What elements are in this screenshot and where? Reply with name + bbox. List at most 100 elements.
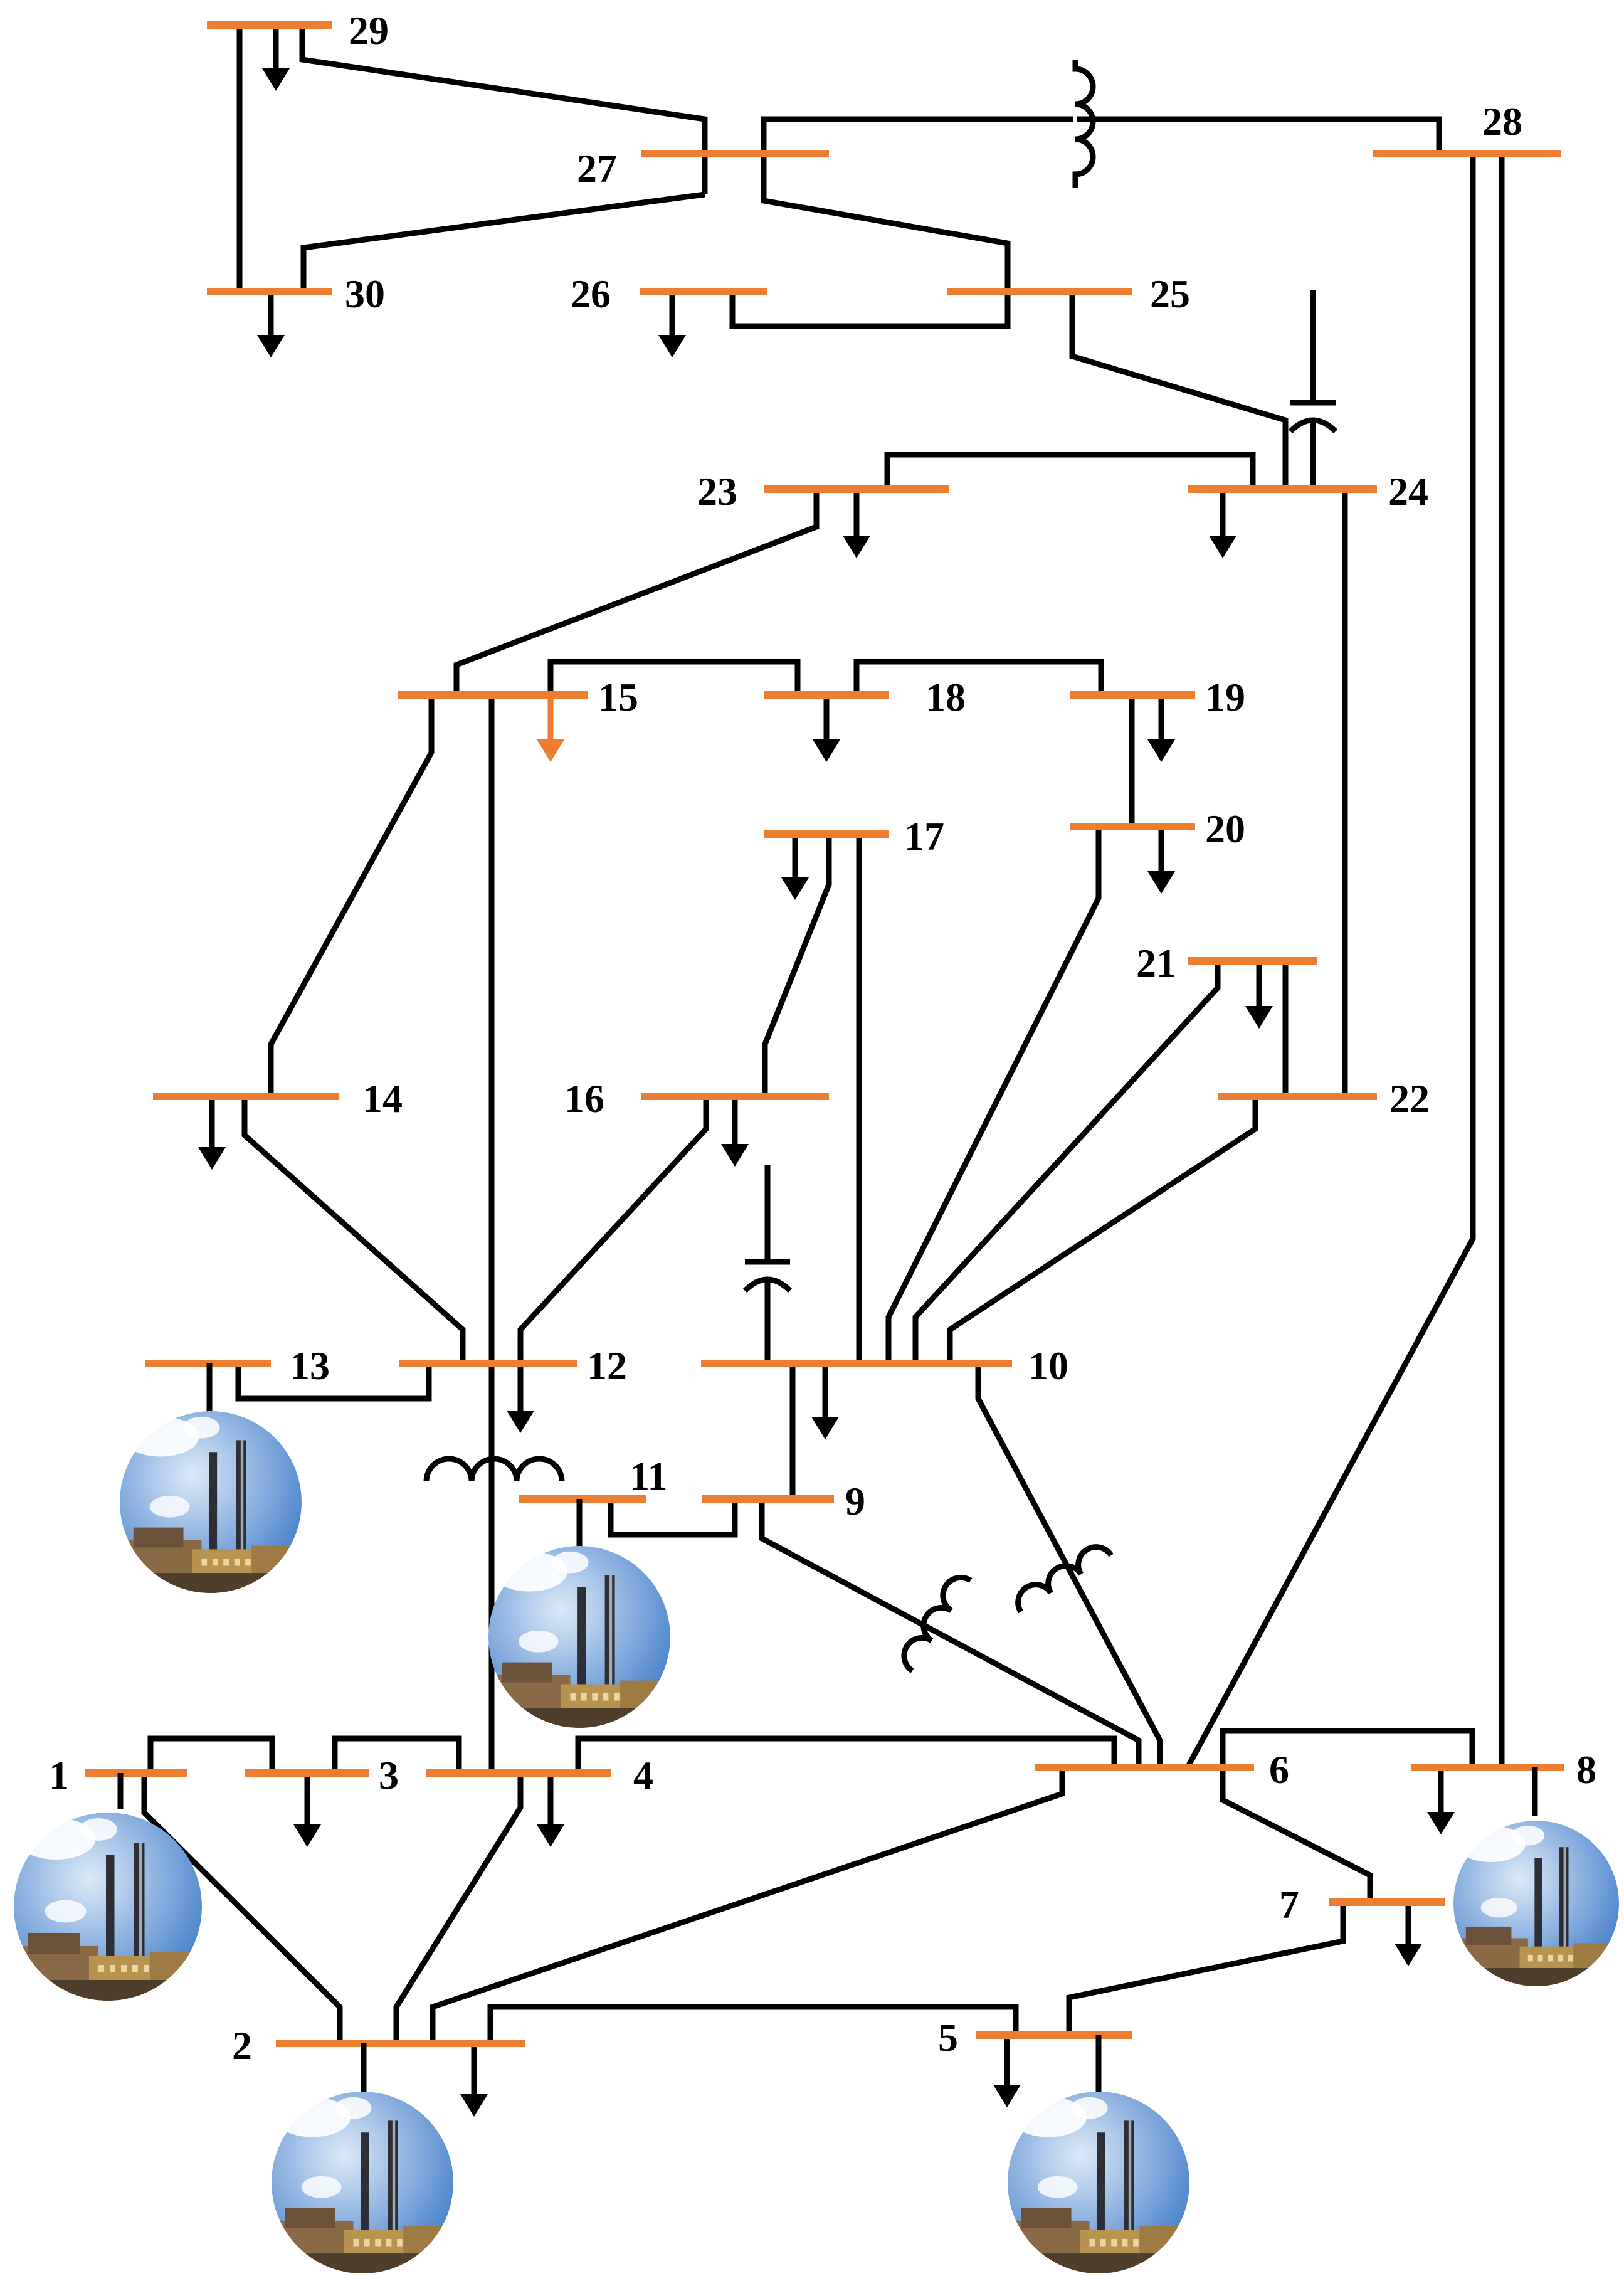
bus-bar-2 [276,2040,525,2047]
load-arrow-icon-bus-26 [658,292,686,357]
transformer-icon [901,1574,973,1673]
load-arrow-icon-bus-17 [781,834,809,900]
bus-label-5: 5 [938,2015,958,2060]
line-25-24 [1069,292,1289,489]
bus-label-14: 14 [362,1076,403,1121]
load-arrow-icon-bus-29 [262,25,290,91]
bus-bar-16 [641,1093,829,1100]
line-21-10 [912,961,1221,1363]
bus-bar-23 [764,485,949,493]
power-plant-icon-bus-2 [272,2092,453,2273]
bus-bar-30 [207,288,332,295]
line-9-6 [759,1499,1142,1767]
load-arrow-icon-bus-12 [507,1363,534,1433]
line-27-25 [761,154,1011,292]
transformer-icon [1015,1544,1114,1614]
load-arrow-icon-bus-14 [198,1096,226,1170]
load-arrow-icon-bus-7 [1395,1902,1422,1966]
bus-label-22: 22 [1389,1076,1430,1121]
line-15-18 [547,659,801,695]
bus-bar-14 [153,1093,339,1100]
bus-label-29: 29 [349,8,389,53]
load-arrow-icon-bus-30 [257,292,285,357]
bus-bar-26 [640,288,767,295]
bus-label-17: 17 [904,814,944,859]
bus-bar-3 [245,1769,369,1777]
bus-bar-12 [399,1360,577,1367]
line-4-2 [393,1773,524,2043]
bus-label-28: 28 [1482,99,1522,144]
bus-label-16: 16 [564,1076,604,1121]
bus-bar-5 [976,2031,1132,2039]
line-7-5 [1066,1902,1346,2035]
bus-bar-18 [764,691,889,699]
transmission-lines [141,25,1505,2043]
load-arrow-icon-bus-4 [537,1773,564,1847]
line-4-6 [575,1735,1117,1773]
bus-bar-7 [1329,1898,1445,1906]
line-10-6 [975,1363,1163,1767]
line-15-14 [268,695,435,1096]
bus-bar-1 [85,1769,187,1777]
bus-label-24: 24 [1388,469,1428,514]
load-arrow-icon-bus-21 [1245,961,1273,1029]
load-arrow-icon-bus-8 [1427,1767,1455,1834]
power-plant-icon-bus-5 [1008,2092,1189,2273]
capacitor-icon [1288,400,1338,434]
bus-label-23: 23 [697,469,737,514]
bus-label-20: 20 [1205,807,1245,851]
line-6-2 [430,1767,1065,2043]
bus-bars [85,21,1564,2047]
load-arrow-icon-bus-16 [721,1096,749,1167]
load-arrow-icon-bus-2 [460,2043,488,2117]
bus-bar-29 [207,21,332,29]
bus-bar-8 [1411,1764,1564,1771]
line-17-16 [762,834,832,1096]
bus-label-7: 7 [1279,1882,1299,1927]
power-plant-icon-bus-8 [1453,1821,1619,1986]
bus-bar-21 [1188,957,1317,965]
line-22-10 [947,1096,1258,1363]
bus-label-3: 3 [379,1753,399,1797]
bus-bar-24 [1188,485,1377,493]
load-arrow-icon-bus-10 [811,1363,839,1439]
load-arrow-icon-bus-24 [1209,489,1236,558]
line-18-19 [853,659,1104,695]
line-27-28-transformer [761,116,1442,154]
bus-bar-17 [764,830,889,838]
bus-bar-10 [701,1360,1012,1367]
line-23-24 [884,452,1256,489]
bus-label-12: 12 [587,1343,627,1388]
line-6-7 [1220,1767,1373,1902]
bus-label-21: 21 [1136,941,1176,985]
power-plant-icon-bus-13 [120,1411,302,1593]
power-plant-icon-bus-11 [488,1546,670,1728]
load-arrow-icon-bus-18 [813,695,840,762]
transformer-icon [423,1456,565,1482]
bus-label-4: 4 [633,1753,653,1797]
bus-label-27: 27 [577,146,617,191]
load-arrow-icon-bus-23 [843,489,870,558]
bus-label-9: 9 [845,1479,865,1523]
load-arrow-icon-bus-5 [993,2035,1021,2107]
load-arrow-icon-bus-3 [293,1773,321,1847]
line-14-12 [241,1096,466,1363]
bus-bar-25 [947,288,1132,295]
line-1-3 [147,1735,275,1773]
line-30-27 [300,191,705,292]
line-16-12 [517,1096,709,1363]
bus-bar-28 [1373,150,1561,157]
line-13-12 [235,1363,432,1402]
bus-label-26: 26 [571,272,611,316]
line-20-10 [885,827,1102,1363]
bus-bar-27 [641,150,829,157]
bus-bar-11 [519,1495,646,1503]
load-arrow-icon-bus-19 [1147,695,1175,762]
bus-bar-19 [1070,691,1195,699]
line-3-4 [332,1735,462,1773]
bus-label-11: 11 [630,1454,667,1498]
bus-bar-15 [398,691,588,699]
bus-bar-6 [1035,1764,1254,1771]
